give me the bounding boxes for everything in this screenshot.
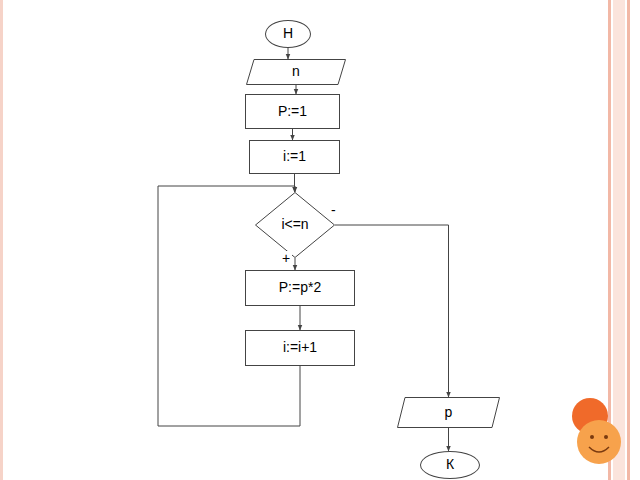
- shape-outline: [256, 193, 335, 258]
- smiley-eye: [590, 435, 594, 439]
- flow-connector: [288, 48, 289, 59]
- node-text: i:=i+1: [283, 340, 317, 355]
- process-box: i:=1: [249, 140, 340, 174]
- node-text: n: [292, 64, 300, 79]
- right-frame-line: [608, 0, 611, 480]
- branch-label: -: [329, 203, 338, 217]
- flow-connector: [335, 225, 449, 397]
- shape-outline: [398, 398, 500, 428]
- right-frame-line: [627, 0, 630, 480]
- flow-connector: [448, 428, 449, 451]
- node-text: К: [446, 457, 454, 472]
- smiley-mouth: [589, 447, 609, 452]
- smiley-eye: [604, 435, 608, 439]
- node-text: P:=p*2: [279, 280, 321, 295]
- node-text: P:=1: [278, 104, 307, 119]
- flow-connector: [296, 85, 297, 94]
- node-text: i<=n: [281, 217, 308, 232]
- node-text: Н: [283, 26, 293, 41]
- flow-connector: [300, 306, 301, 330]
- right-frame-band: [613, 0, 625, 480]
- process-box: i:=i+1: [245, 330, 355, 366]
- left-frame: [0, 0, 3, 480]
- flow-connector: [292, 129, 293, 140]
- node-text: i:=1: [283, 149, 306, 164]
- smiley-face: [577, 420, 621, 464]
- output-parallelogram: p: [397, 397, 500, 428]
- shape-outline: [247, 60, 346, 85]
- input-parallelogram: n: [246, 59, 346, 85]
- start-terminal: Н: [265, 20, 311, 48]
- node-text: p: [445, 405, 453, 420]
- flow-connector: [295, 258, 296, 270]
- process-box: P:=1: [245, 94, 340, 129]
- process-box: P:=p*2: [245, 270, 355, 306]
- end-terminal: К: [420, 451, 480, 479]
- decision-diamond: i<=n: [255, 192, 335, 258]
- branch-label: +: [280, 251, 292, 265]
